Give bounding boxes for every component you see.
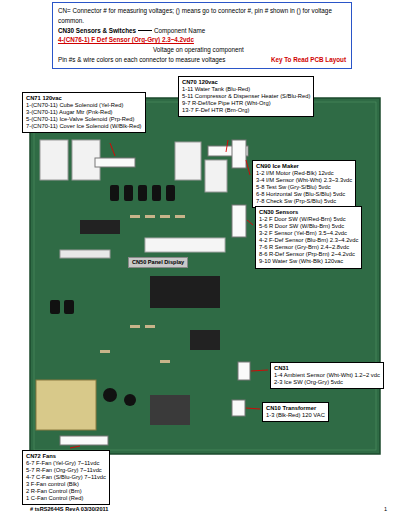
pin-voltage: 5-(CN70-11) Ice-Valve Solenoid (Prp-Red) <box>26 116 142 123</box>
pin-voltage: 7-6 R Sensor (Gry-Brn) 2.4~2.8vdc <box>259 244 358 251</box>
pin-voltage: 5-6 R Door SW (W/Blu-Brn) 5vdc <box>259 223 358 230</box>
pin-voltage: 5-8 Test Sw (Gry-S/Blu) 5vdc <box>256 184 352 191</box>
board-label: CN50 Panel Display <box>128 257 188 268</box>
pin-voltage: 1-2 I/M Motor (Red-Blk) 12vdc <box>256 170 352 177</box>
pin-voltage: 3-4 I/M Sensor (Wht-Wht) 2.3~3.3vdc <box>256 177 352 184</box>
callout-box: CN10 Transformer1-3 (Blk-Red) 120 VAC <box>262 402 329 422</box>
callout-box: CN72 Fans6-7 F-Fan (Yel-Gry) 7~11vdc5-7 … <box>22 450 110 505</box>
pointer-line <box>138 30 152 31</box>
key-box: CN= Connector # for measuring voltages; … <box>52 2 352 69</box>
key-line: Voltage on operating component <box>58 45 346 55</box>
pin-voltage: 7-8 Check Sw (Prp-S/Blu) 5vdc <box>256 198 352 205</box>
pin-voltage: 3-2 F Sensor (Yel-Brn) 3.5~4.2vdc <box>259 230 358 237</box>
key-text: Key To Read PCB Layout <box>271 55 346 65</box>
pin-voltage: 13-7 F-Def HTR (Brn-Org) <box>182 107 310 114</box>
pin-voltage: 1-4 Ambient Sensor (Wht-Wht) 1.2~2 vdc <box>274 372 380 379</box>
pin-voltage: 6-8 Horizontal Sw (Blu-S/Blu) 5vdc <box>256 191 352 198</box>
connector-heading: CN10 Transformer <box>266 405 325 412</box>
callout-box: CN71 120vac1-(CN70-11) Cube Solenoid (Ye… <box>22 92 146 133</box>
board-label-text: CN50 Panel Display <box>132 259 184 266</box>
connector-heading: CN90 Ice Maker <box>256 163 352 170</box>
pin-voltage: 2-3 Ice SW (Org-Gry) 5vdc <box>274 379 380 386</box>
pin-voltage: 8-6 R-Def Sensor (Prp-Brn) 2~4.2vdc <box>259 251 358 258</box>
key-line: CN30 Sensors & Switches Component Name <box>58 26 346 36</box>
pin-voltage: 5-7 R-Fan (Org-Gry) 7~11vdc <box>26 467 106 474</box>
pin-voltage: 5-11 Compressor & Dispenser Heater (S/Bl… <box>182 93 310 100</box>
pin-voltage: 9-10 Water Sw (Wht-Blk) 120vac <box>259 258 358 265</box>
key-line: CN= Connector # for measuring voltages; … <box>58 6 346 26</box>
pin-voltage: 1-11 Water Tank (Blu-Red) <box>182 86 310 93</box>
pin-voltage: 4-7 C-Fan (S/Blu-Gry) 7~11vdc <box>26 474 106 481</box>
key-text: Pin #s & wire colors on each connector t… <box>58 56 225 63</box>
callout-box: CN70 120vac1-11 Water Tank (Blu-Red)5-11… <box>178 76 314 117</box>
pin-voltage: 1-(CN70-11) Cube Solenoid (Yel-Red) <box>26 102 142 109</box>
pin-voltage: 4-2 F-Def Sensor (Blu-Brn) 2.3~4.2vdc <box>259 237 358 244</box>
connector-heading: CN30 Sensors <box>259 209 358 216</box>
pin-voltage: 3 F-Fan control (Blk) <box>26 481 106 488</box>
key-line: 4-(CN76-1) F Def Sensor (Org-Gry) 2.3~4.… <box>58 35 346 45</box>
pin-voltage: 1-3 (Blk-Red) 120 VAC <box>266 412 325 419</box>
pin-voltage: 2 R-Fan Control (Brn) <box>26 488 106 495</box>
connector-heading: CN71 120vac <box>26 95 142 102</box>
key-text: Voltage on operating component <box>153 46 244 53</box>
callout-box: CN90 Ice Maker1-2 I/M Motor (Red-Blk) 12… <box>252 160 356 208</box>
pin-voltage: 1-2 F Door SW (W/Red-Brn) 5vdc <box>259 216 358 223</box>
pin-voltage: 9-7 R-Def/Ice Pipe HTR (Wht-Org) <box>182 100 310 107</box>
pin-voltage: 6-7 F-Fan (Yel-Gry) 7~11vdc <box>26 460 106 467</box>
connector-heading: CN72 Fans <box>26 453 106 460</box>
pin-voltage: 1 C-Fan Control (Red) <box>26 495 106 502</box>
connector-heading: CN70 120vac <box>182 79 310 86</box>
key-text: 4-(CN76-1) F Def Sensor (Org-Gry) 2.3~4.… <box>58 36 194 43</box>
callout-box: CN30 Sensors1-2 F Door SW (W/Red-Brn) 5v… <box>255 206 362 269</box>
callout-box: CN311-4 Ambient Sensor (Wht-Wht) 1.2~2 v… <box>270 362 384 389</box>
page-number: 1 <box>384 506 387 512</box>
pin-voltage: 3-(CN70-11) Augar Mtr (Pnk-Red) <box>26 109 142 116</box>
connector-heading: CN31 <box>274 365 380 372</box>
key-text: CN= Connector # for measuring voltages; … <box>58 7 332 24</box>
key-line: Pin #s & wire colors on each connector t… <box>58 55 346 65</box>
pin-voltage: 7-(CN70-11) Cover Ice Solenoid (W/Blk-Re… <box>26 123 142 130</box>
key-text: Component Name <box>154 27 205 34</box>
footer-note: # tsRS2644S RevA 03/30/2011 <box>30 506 108 512</box>
key-text: CN30 Sensors & Switches <box>58 27 136 34</box>
